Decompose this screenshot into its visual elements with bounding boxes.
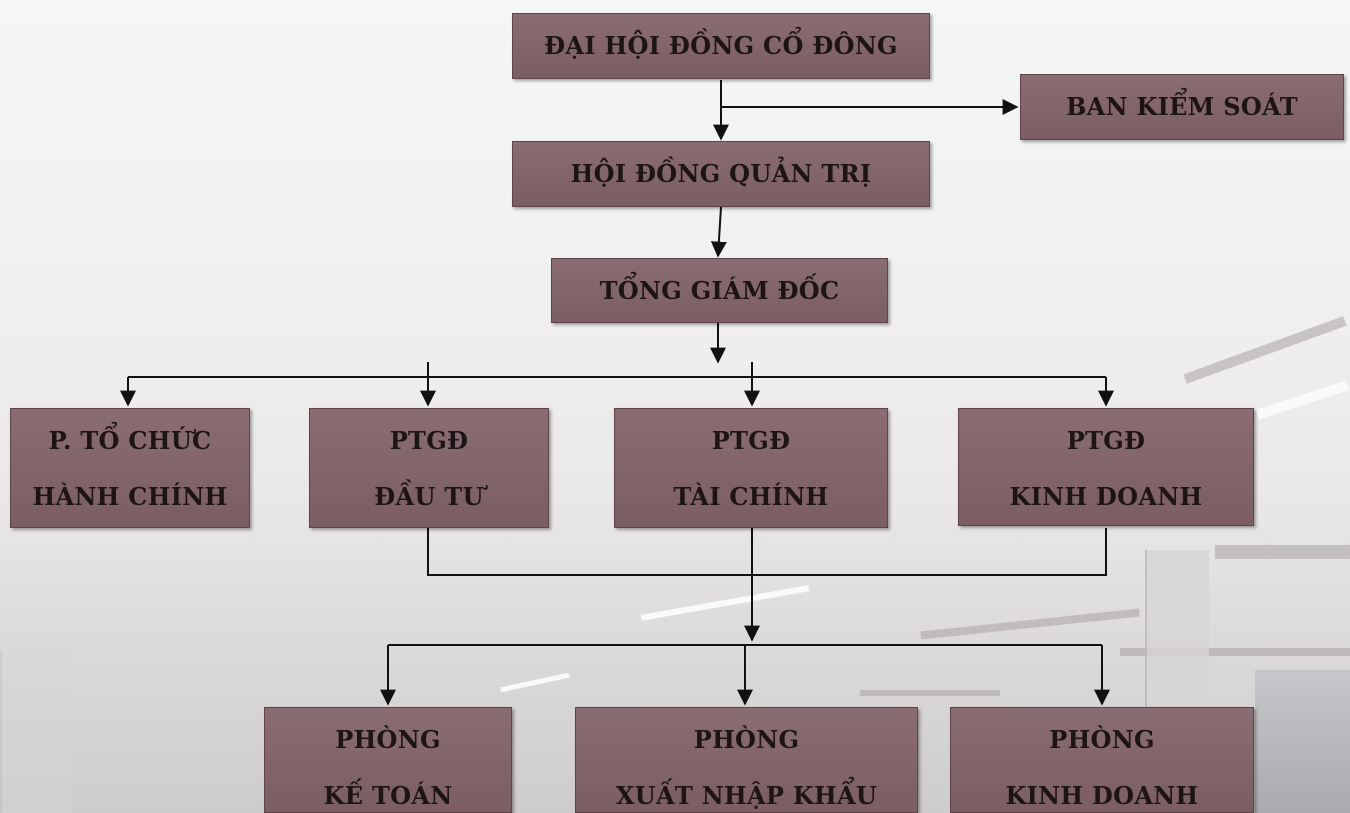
ceiling-beam [1183, 316, 1347, 384]
ceo-label: TỔNG GIÁM ĐỐC [599, 275, 840, 305]
import-export-dept-box: PHÒNG XUẤT NHẬP KHẨU [575, 707, 918, 813]
pillar [0, 650, 72, 813]
deputy-invest-line1: PTGĐ [389, 426, 469, 455]
sales-dept-line1: PHÒNG [1049, 725, 1155, 754]
admin-dept-line2: HÀNH CHÍNH [32, 482, 228, 511]
arrow-board-ceo [710, 206, 727, 258]
window [1255, 670, 1350, 813]
sales-dept-box: PHÒNG KINH DOANH [950, 707, 1254, 813]
deputy-business-line1: PTGĐ [1066, 426, 1146, 455]
accounting-dept-line1: PHÒNG [335, 725, 441, 754]
ceo-box: TỔNG GIÁM ĐỐC [551, 258, 888, 323]
ceiling-light [640, 585, 810, 621]
admin-dept-box: P. TỔ CHỨC HÀNH CHÍNH [10, 408, 250, 528]
board-box: HỘI ĐỒNG QUẢN TRỊ [512, 141, 930, 207]
import-export-dept-line1: PHÒNG [693, 725, 800, 754]
import-export-dept-line2: XUẤT NHẬP KHẨU [615, 781, 878, 810]
ceiling-beam [1120, 648, 1350, 656]
sales-dept-line2: KINH DOANH [1005, 781, 1199, 810]
deputy-finance-line2: TÀI CHÍNH [673, 482, 829, 511]
deputy-finance-box: PTGĐ TÀI CHÍNH [614, 408, 888, 528]
board-label: HỘI ĐỒNG QUẢN TRỊ [570, 159, 872, 188]
deputy-business-box: PTGĐ KINH DOANH [958, 408, 1254, 526]
admin-dept-line1: P. TỔ CHỨC [48, 426, 212, 455]
shareholders-box: ĐẠI HỘI ĐỒNG CỔ ĐÔNG [512, 13, 930, 79]
accounting-dept-line2: KẾ TOÁN [323, 781, 453, 810]
ceiling-light [1255, 380, 1350, 420]
ceiling-beam [1215, 545, 1350, 559]
supervisory-box: BAN KIỂM SOÁT [1020, 74, 1344, 140]
deputy-business-line2: KINH DOANH [1009, 482, 1203, 511]
ceiling-beam [920, 608, 1140, 640]
ceiling-light [500, 672, 570, 693]
accounting-dept-box: PHÒNG KẾ TOÁN [264, 707, 512, 813]
deputy-finance-line1: PTGĐ [711, 426, 791, 455]
supervisory-label: BAN KIỂM SOÁT [1066, 92, 1298, 121]
shareholders-label: ĐẠI HỘI ĐỒNG CỔ ĐÔNG [544, 31, 898, 60]
deputy-invest-line2: ĐẦU TƯ [374, 482, 484, 511]
deputies-join-line [427, 528, 1107, 576]
deputy-invest-box: PTGĐ ĐẦU TƯ [309, 408, 549, 528]
ceiling-beam [860, 690, 1000, 696]
